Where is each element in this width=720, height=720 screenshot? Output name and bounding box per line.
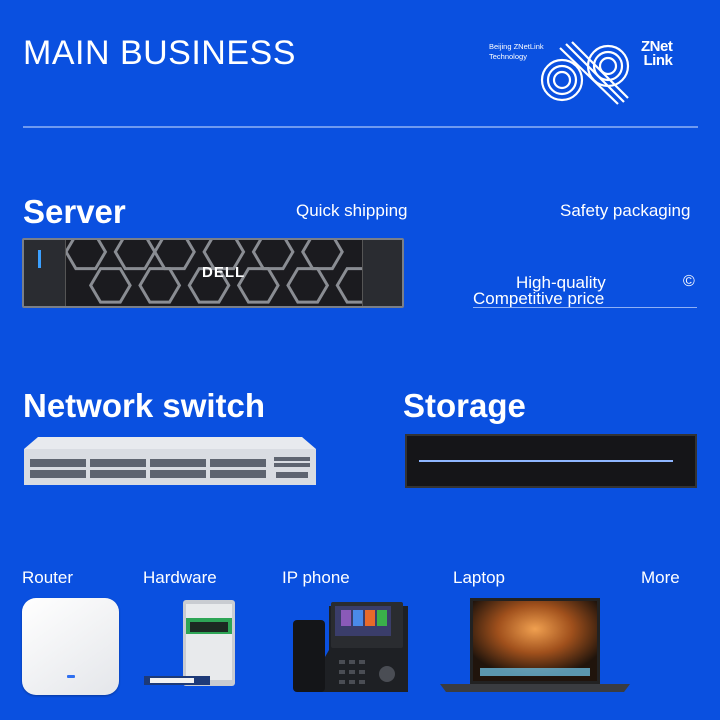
page-title: MAIN BUSINESS xyxy=(23,34,296,72)
section-title-network-switch: Network switch xyxy=(23,387,266,424)
infinity-logo-icon xyxy=(540,41,630,105)
router-led-icon xyxy=(67,675,75,678)
section-title-server: Server xyxy=(23,193,126,230)
ip-phone-image xyxy=(293,602,408,692)
brand-wordmark: ZNet Link xyxy=(641,38,673,69)
router-image xyxy=(22,598,119,695)
company-name: Beijing ZNetLink Technology xyxy=(489,42,544,61)
category-router[interactable]: Router xyxy=(22,568,74,587)
header-divider xyxy=(23,126,698,128)
copyright-icon: © xyxy=(683,273,695,290)
feature-competitive-price: Competitive price xyxy=(473,289,605,308)
laptop-image xyxy=(440,598,630,692)
server-bezel-hex-icon xyxy=(66,240,362,304)
category-ip-phone[interactable]: IP phone xyxy=(282,568,350,587)
category-more[interactable]: More xyxy=(641,568,680,587)
server-left-ear xyxy=(24,240,66,306)
server-image: DELL xyxy=(22,238,404,308)
feature-high-quality: High-quality xyxy=(516,273,606,292)
dell-logo: DELL xyxy=(202,264,246,281)
storage-array-image xyxy=(405,434,697,488)
feature-quick-shipping: Quick shipping xyxy=(296,201,408,220)
network-switch-image xyxy=(24,437,316,485)
section-title-storage: Storage xyxy=(403,387,526,424)
status-led-icon xyxy=(38,250,41,268)
hard-drive-image xyxy=(144,600,235,686)
feature-underline xyxy=(473,307,697,308)
server-right-ear xyxy=(362,240,402,306)
category-hardware[interactable]: Hardware xyxy=(143,568,217,587)
category-laptop[interactable]: Laptop xyxy=(453,568,505,587)
feature-safety-packaging: Safety packaging xyxy=(560,201,691,220)
storage-light-stripe xyxy=(419,460,673,462)
